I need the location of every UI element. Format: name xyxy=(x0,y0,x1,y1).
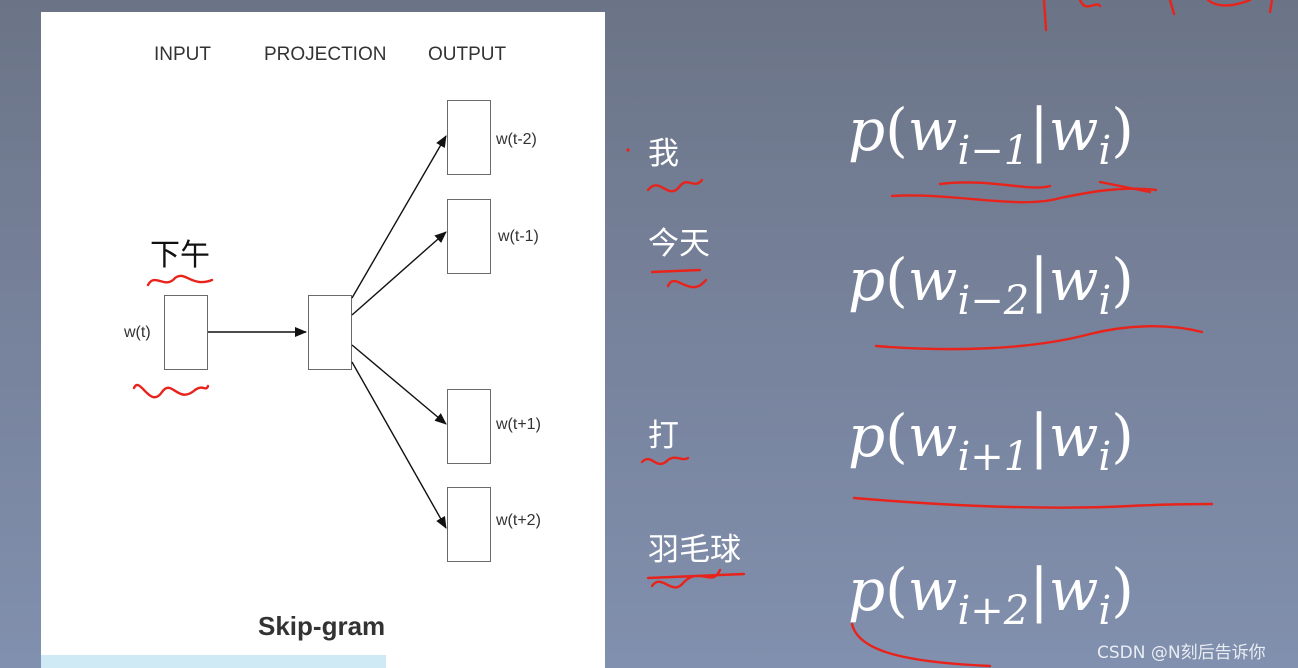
input-word: 下午 xyxy=(150,238,210,273)
arrow-to-output-2 xyxy=(351,231,447,316)
input-label: w(t) xyxy=(124,324,151,341)
annotation-underline-formula-4 xyxy=(850,622,992,668)
output-box-1 xyxy=(447,100,491,175)
context-word-3: 打 xyxy=(648,418,679,454)
arrow-to-output-1 xyxy=(351,135,447,299)
context-word-4: 羽毛球 xyxy=(648,532,741,568)
output-label-3: w(t+1) xyxy=(496,416,541,433)
arrow-to-output-4 xyxy=(351,361,447,529)
annotation-scribble-input xyxy=(132,384,210,399)
output-label-4: w(t+2) xyxy=(496,512,541,529)
bottom-strip xyxy=(41,655,386,668)
formula-4: p(wi+2|wi) xyxy=(848,556,1134,634)
formula-1: p(wi−1|wi) xyxy=(848,96,1134,174)
output-label-2: w(t-1) xyxy=(498,228,539,245)
annotation-underline-input-word xyxy=(146,274,214,287)
annotation-underline-context-1 xyxy=(646,178,704,193)
annotation-underline-formula-3 xyxy=(852,496,1214,509)
projection-box xyxy=(308,295,352,370)
formula-3: p(wi+1|wi) xyxy=(848,402,1134,480)
header-projection: PROJECTION xyxy=(264,44,387,65)
formula-2: p(wi−2|wi) xyxy=(848,246,1134,324)
diagram-title: Skip-gram xyxy=(258,611,386,641)
arrow-to-output-3 xyxy=(351,344,447,425)
context-word-2: 今天 xyxy=(648,226,710,262)
annotation-scribble-top-right xyxy=(1042,0,1274,32)
header-input: INPUT xyxy=(154,44,211,65)
annotation-underline-context-3 xyxy=(640,456,690,466)
context-word-1: 我 xyxy=(648,136,679,172)
annotation-underline-formula-2 xyxy=(874,325,1204,351)
header-output: OUTPUT xyxy=(428,44,507,65)
annotation-underline-formula-1b xyxy=(938,180,1152,194)
annotation-underline-context-4 xyxy=(646,568,746,589)
annotation-underline-formula-1 xyxy=(890,187,1158,204)
input-box xyxy=(164,295,208,370)
annotation-underline-context-2 xyxy=(650,268,708,289)
annotation-dot xyxy=(626,148,630,152)
output-box-2 xyxy=(447,199,491,274)
output-label-1: w(t-2) xyxy=(496,131,537,148)
watermark: CSDN @N刻后告诉你 xyxy=(1097,643,1266,663)
output-box-4 xyxy=(447,487,491,562)
output-box-3 xyxy=(447,389,491,464)
